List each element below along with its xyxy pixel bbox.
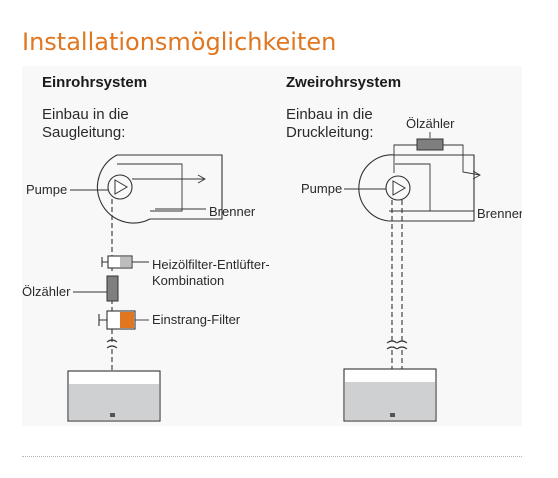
left-pump-icon — [107, 174, 133, 200]
single-pipe-system: Einrohrsystem Einbau in die Saugleitung: — [22, 74, 270, 422]
left-pump-arrow-icon — [114, 179, 128, 195]
left-foot-valve-icon — [110, 413, 115, 417]
left-burner-label: Brenner — [209, 204, 256, 219]
left-oil-meter-icon — [106, 275, 119, 302]
right-burner-housing — [358, 154, 475, 222]
page-title: Installationsmöglichkeiten — [22, 28, 337, 56]
right-oil-meter-icon — [416, 138, 444, 151]
left-deaerator-label-line2: Kombination — [152, 273, 224, 288]
right-pump-icon — [385, 175, 411, 201]
right-meter-label: Ölzähler — [406, 116, 455, 131]
left-subtitle-line2: Saugleitung: — [42, 124, 125, 141]
diagram-canvas: Einrohrsystem Einbau in die Saugleitung: — [22, 74, 524, 422]
right-subtitle-line1: Einbau in die — [286, 106, 373, 123]
left-meter-label: Ölzähler — [22, 284, 71, 299]
left-pipe-break-icon — [106, 339, 118, 349]
left-burner-housing — [96, 154, 223, 224]
right-pump-arrow-icon — [392, 180, 406, 196]
left-heading: Einrohrsystem — [42, 74, 147, 91]
right-pipe-break-icon-1 — [386, 340, 398, 350]
right-nozzle-icon — [472, 170, 481, 180]
right-heading: Zweirohrsystem — [286, 74, 401, 91]
right-burner-inner — [389, 163, 431, 212]
left-deaerator-bracket — [101, 257, 108, 267]
right-pump-label: Pumpe — [301, 181, 342, 196]
section-divider — [22, 456, 522, 457]
right-foot-valve-icon — [390, 413, 395, 417]
left-deaerator-label-line1: Heizölfilter-Entlüfter- — [152, 257, 270, 272]
left-filter-bracket — [98, 314, 107, 326]
right-pipe-break-icon-2 — [396, 340, 408, 350]
left-burner-inner — [117, 163, 183, 212]
right-burner-label: Brenner — [477, 206, 522, 221]
two-pipe-system: Zweirohrsystem Einbau in die Druckleitun… — [286, 74, 524, 422]
left-deaerator-fill — [120, 257, 131, 267]
installation-diagram: Einrohrsystem Einbau in die Saugleitung: — [22, 66, 524, 426]
right-pressure-line — [393, 144, 481, 176]
left-filter-label: Einstrang-Filter — [152, 312, 241, 327]
right-subtitle-line2: Druckleitung: — [286, 124, 374, 141]
left-pump-label: Pumpe — [26, 182, 67, 197]
left-nozzle-icon — [197, 174, 206, 184]
left-filter-fill — [120, 312, 134, 328]
left-subtitle-line1: Einbau in die — [42, 106, 129, 123]
